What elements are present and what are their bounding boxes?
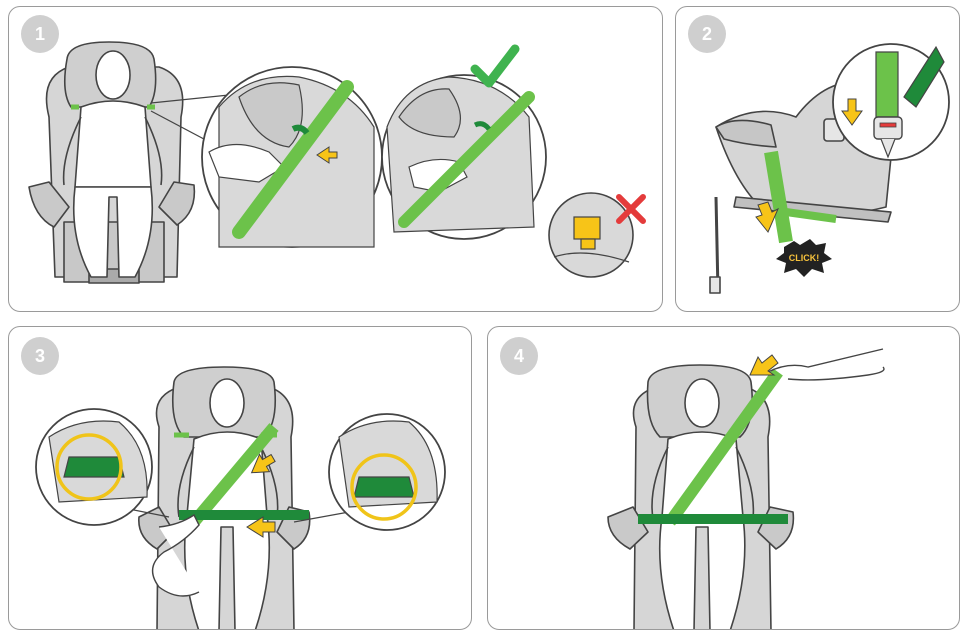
step-3-illustration [9, 327, 472, 630]
left-lock-zoom-circle [36, 409, 169, 525]
step-2-illustration: CLICK! [676, 7, 960, 312]
hand [768, 349, 883, 372]
step-number-badge: 4 [500, 337, 538, 375]
step-1-illustration [9, 7, 663, 312]
step-number-badge: 1 [21, 15, 59, 53]
check-icon [475, 49, 515, 83]
step-4-illustration [488, 327, 960, 630]
click-label: CLICK! [789, 253, 820, 263]
step-3-panel: 3 [8, 326, 472, 630]
right-lock-zoom-circle [294, 414, 445, 530]
wrong-position-zoom-circle [549, 193, 633, 277]
child-in-seat [29, 42, 194, 283]
step-1-panel: 1 [8, 6, 663, 312]
step-number-badge: 3 [21, 337, 59, 375]
child-in-seat [608, 365, 793, 630]
step-number-badge: 2 [688, 15, 726, 53]
click-burst-icon: CLICK! [776, 239, 832, 277]
step-4-panel: 4 [487, 326, 960, 630]
step-2-panel: 2 CLICK! [675, 6, 960, 312]
